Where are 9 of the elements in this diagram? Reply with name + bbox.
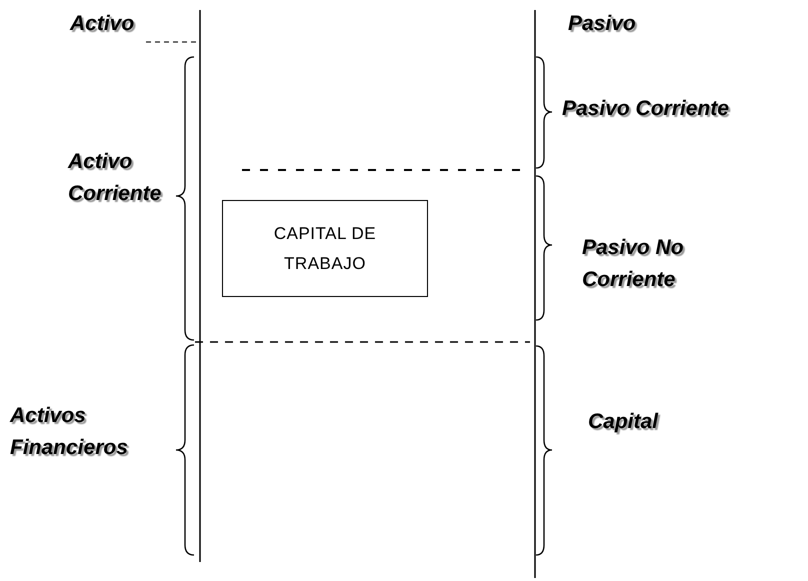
section-label: Pasivo No Corriente	[582, 235, 685, 293]
section-label: Capital	[588, 409, 660, 435]
text-box	[222, 200, 428, 297]
box-label: CAPITAL DE TRABAJO	[272, 222, 378, 274]
section-label: Activos Financieros	[10, 403, 129, 461]
section-label: Pasivo Corriente	[562, 96, 730, 122]
section-label: Activo Corriente	[68, 149, 162, 207]
section-label: Pasivo	[568, 11, 637, 37]
section-label: Activo	[70, 11, 136, 37]
